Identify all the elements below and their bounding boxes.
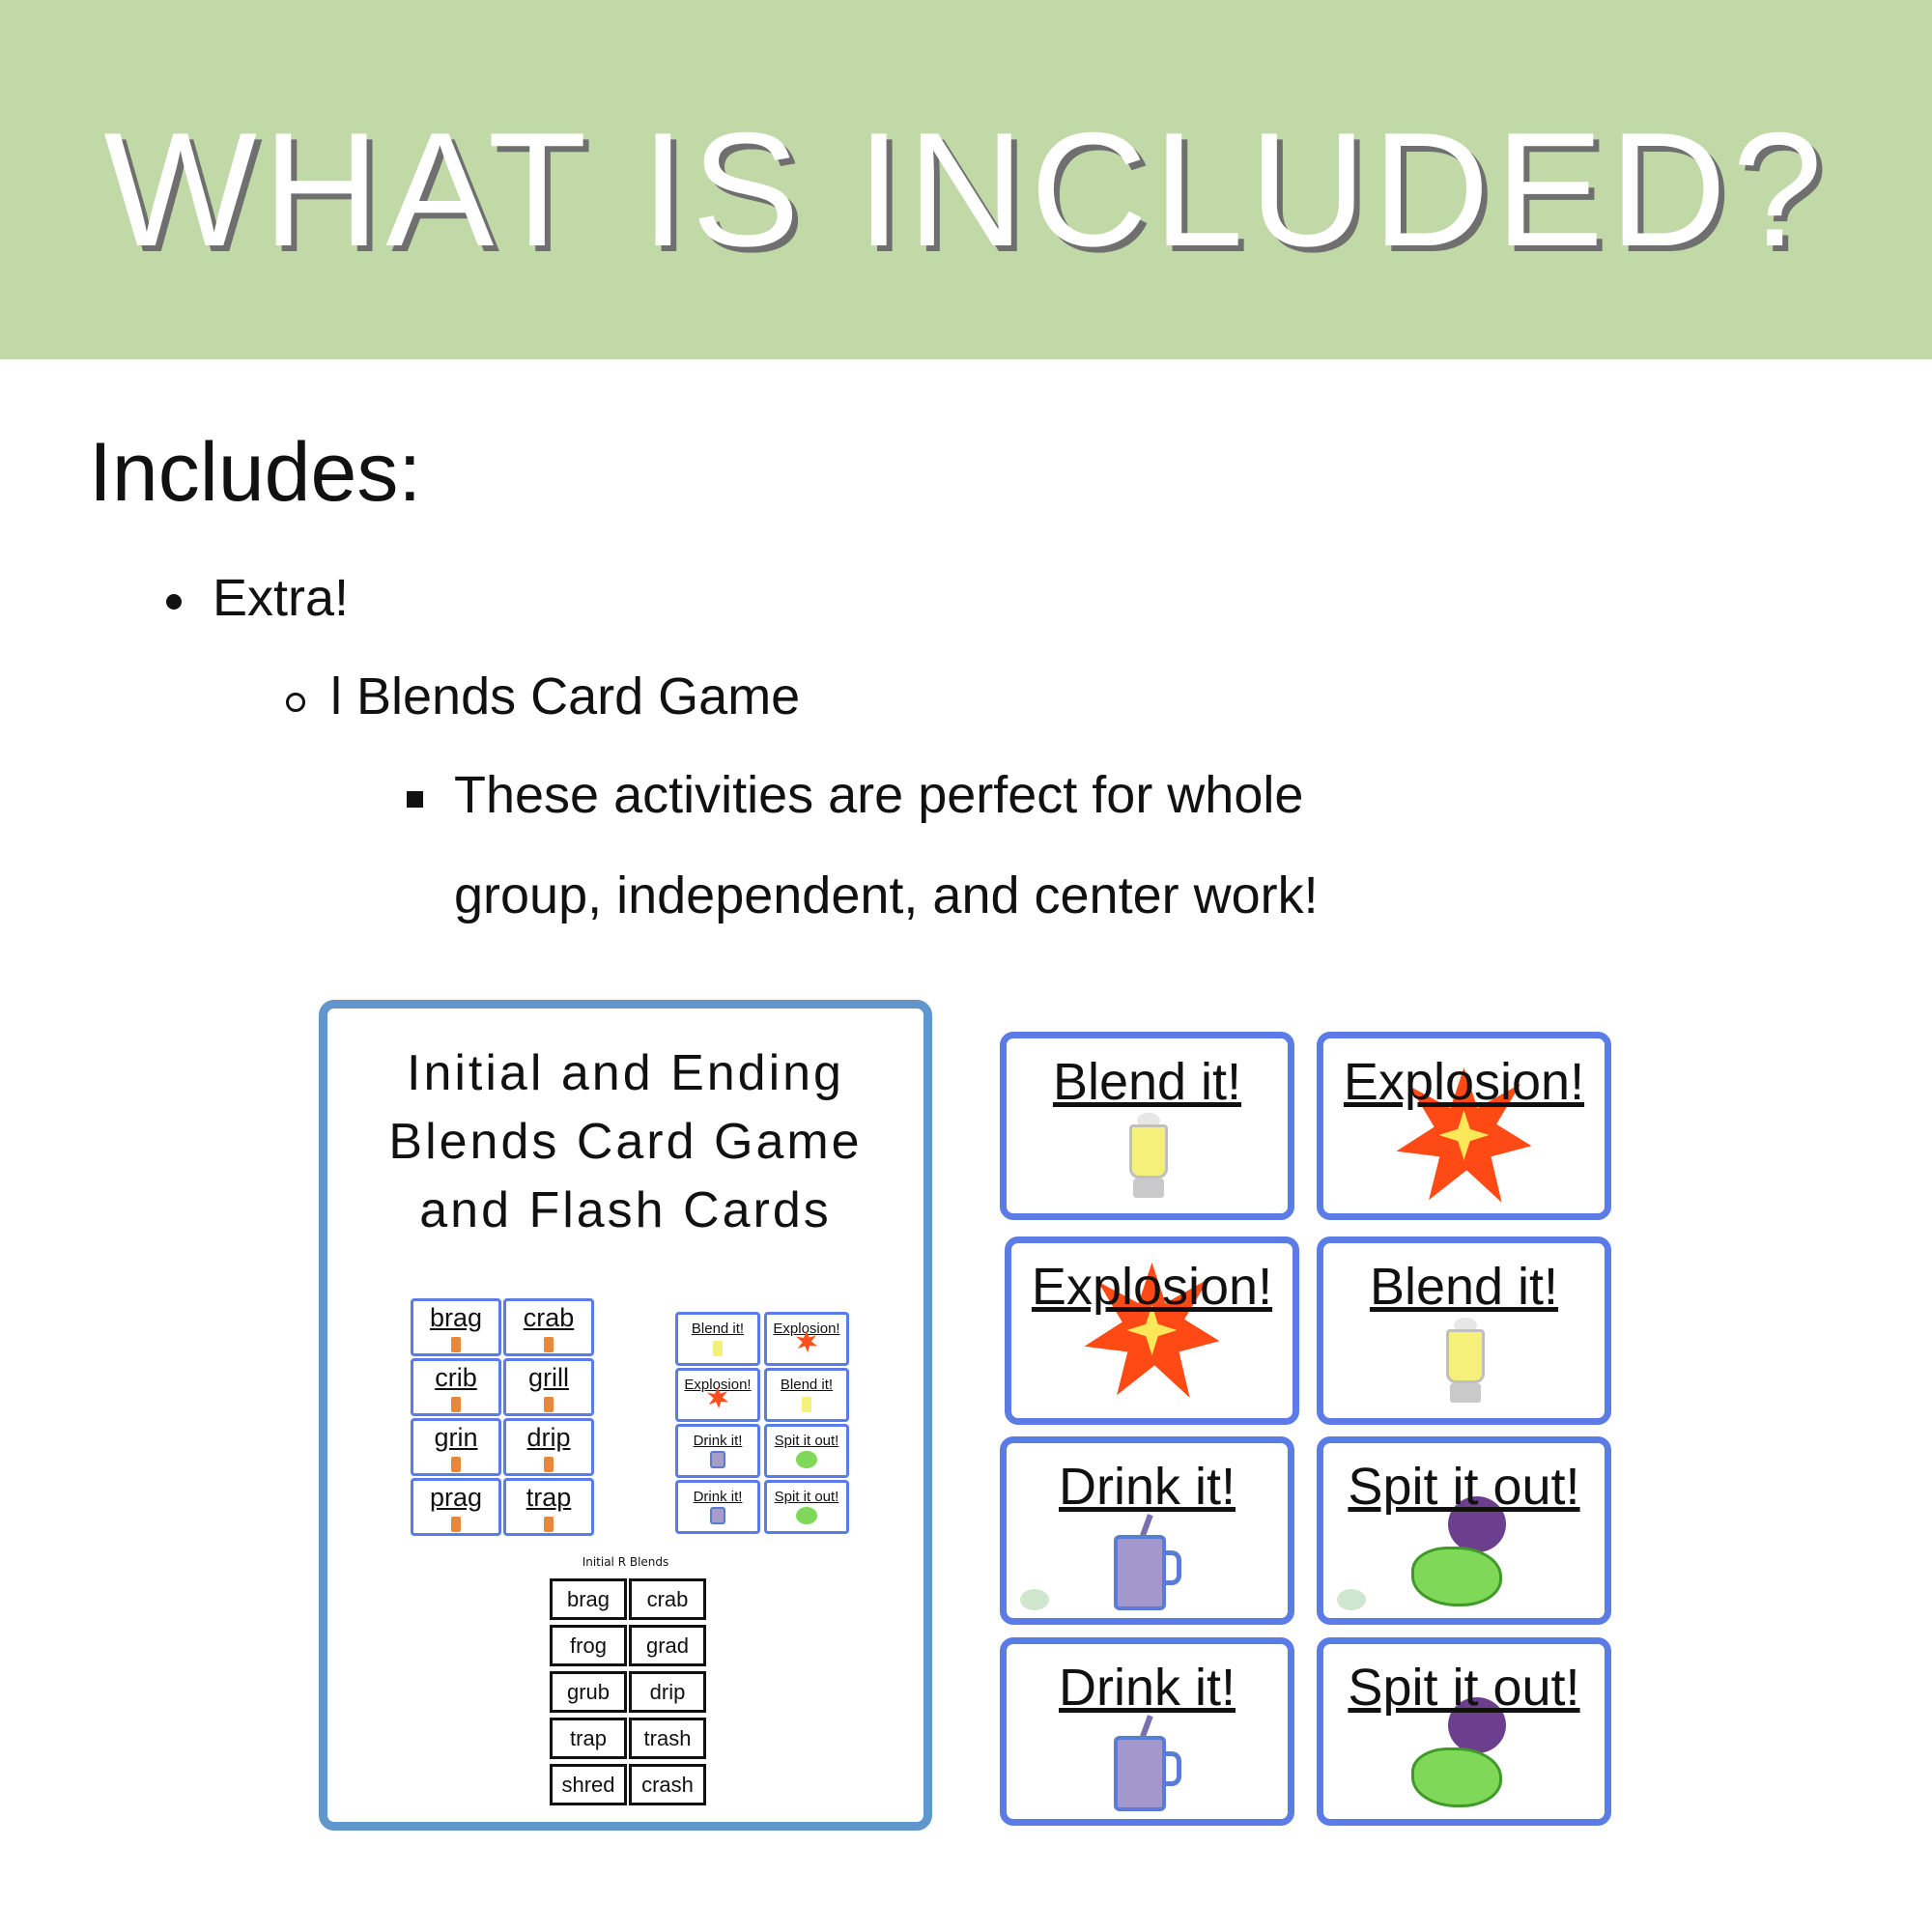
bullet-dot-icon bbox=[166, 594, 182, 610]
jar-drink-icon bbox=[1113, 1514, 1181, 1610]
word-card-label: drip bbox=[526, 1423, 571, 1452]
jar-drink-icon bbox=[710, 1507, 725, 1524]
word-card-label: crib bbox=[435, 1363, 477, 1392]
bullet-description-line-2: group, independent, and center work! bbox=[454, 867, 1319, 924]
page-title: WHAT IS INCLUDED? bbox=[103, 99, 1829, 280]
bullet-description-line-1: These activities are perfect for whole bbox=[454, 766, 1304, 824]
game-card-label: Spit it out! bbox=[774, 1433, 839, 1449]
jar-drink-icon bbox=[1113, 1715, 1181, 1811]
cover-title-line-1: Initial and Ending bbox=[407, 1045, 844, 1101]
game-card-spit: Spit it out! bbox=[1317, 1436, 1611, 1625]
word-card-label: grill bbox=[527, 1363, 569, 1392]
card-label: Drink it! bbox=[1058, 1458, 1236, 1516]
product-cover: Initial and Ending Blends Card Game and … bbox=[319, 1000, 932, 1831]
card-label: Explosion! bbox=[1343, 1053, 1585, 1111]
slime-monster-icon bbox=[1410, 1697, 1518, 1813]
card-label: Explosion! bbox=[1031, 1258, 1273, 1316]
game-card-label: Explosion! bbox=[773, 1321, 840, 1337]
brand-logo-icon bbox=[1020, 1589, 1049, 1610]
word-card: crib bbox=[411, 1358, 501, 1416]
word-list-cell: crab bbox=[629, 1578, 706, 1620]
game-card-drink: Drink it! bbox=[1000, 1637, 1294, 1826]
word-card: trap bbox=[503, 1478, 594, 1536]
word-list-cell: shred bbox=[550, 1764, 627, 1805]
game-card-label: Blend it! bbox=[780, 1377, 834, 1393]
blender-icon bbox=[544, 1397, 554, 1412]
word-card: grin bbox=[411, 1418, 501, 1476]
word-list-cell: grub bbox=[550, 1671, 627, 1713]
header-banner: WHAT IS INCLUDED? bbox=[0, 0, 1932, 359]
card-label: Blend it! bbox=[1052, 1053, 1242, 1111]
blender-icon bbox=[1438, 1316, 1491, 1405]
word-list-cell: crash bbox=[629, 1764, 706, 1805]
bullet-ring-icon bbox=[286, 693, 305, 712]
game-card-spit: Spit it out! bbox=[1317, 1637, 1611, 1826]
cover-title-line-3: and Flash Cards bbox=[419, 1182, 832, 1238]
word-list-cell: grad bbox=[629, 1625, 706, 1666]
game-card: Spit it out! bbox=[764, 1424, 849, 1478]
jar-drink-icon bbox=[710, 1451, 725, 1468]
game-card: Drink it! bbox=[675, 1480, 760, 1534]
blender-icon bbox=[802, 1397, 811, 1412]
game-card-label: Blend it! bbox=[691, 1321, 745, 1337]
word-list-cell: drip bbox=[629, 1671, 706, 1713]
blender-icon bbox=[1122, 1111, 1174, 1200]
game-card: Explosion! bbox=[675, 1368, 760, 1422]
word-card-label: trap bbox=[526, 1483, 572, 1512]
slime-monster-icon bbox=[1410, 1496, 1518, 1612]
card-label: Spit it out! bbox=[1348, 1659, 1580, 1717]
game-card: Spit it out! bbox=[764, 1480, 849, 1534]
word-list-cell: brag bbox=[550, 1578, 627, 1620]
word-card: grill bbox=[503, 1358, 594, 1416]
word-list-cell: frog bbox=[550, 1625, 627, 1666]
blender-icon bbox=[544, 1517, 554, 1532]
game-card-drink: Drink it! bbox=[1000, 1436, 1294, 1625]
brand-logo-icon bbox=[1337, 1589, 1366, 1610]
cover-title-line-2: Blends Card Game bbox=[388, 1114, 863, 1170]
word-card: drip bbox=[503, 1418, 594, 1476]
includes-heading: Includes: bbox=[89, 426, 422, 519]
word-list-cell: trap bbox=[550, 1718, 627, 1759]
blender-icon bbox=[451, 1517, 461, 1532]
cover-title: Initial and Ending Blends Card Game and … bbox=[327, 1039, 923, 1245]
word-card-label: prag bbox=[429, 1483, 483, 1512]
game-card: Blend it! bbox=[764, 1368, 849, 1422]
blender-icon bbox=[544, 1457, 554, 1472]
blender-icon bbox=[451, 1397, 461, 1412]
game-card: Explosion! bbox=[764, 1312, 849, 1366]
blender-icon bbox=[451, 1457, 461, 1472]
word-card: brag bbox=[411, 1298, 501, 1356]
word-card: crab bbox=[503, 1298, 594, 1356]
word-card: prag bbox=[411, 1478, 501, 1536]
blender-icon bbox=[713, 1341, 723, 1356]
game-card-blend: Blend it! bbox=[1000, 1032, 1294, 1220]
game-card-blend: Blend it! bbox=[1317, 1236, 1611, 1425]
card-label: Drink it! bbox=[1058, 1659, 1236, 1717]
word-card-label: grin bbox=[434, 1423, 478, 1452]
card-label: Blend it! bbox=[1369, 1258, 1559, 1316]
blender-icon bbox=[451, 1337, 461, 1352]
game-card: Drink it! bbox=[675, 1424, 760, 1478]
game-card: Blend it! bbox=[675, 1312, 760, 1366]
bullet-blends-game: l Blends Card Game bbox=[330, 668, 801, 725]
word-card-label: brag bbox=[429, 1303, 483, 1332]
card-label: Spit it out! bbox=[1348, 1458, 1580, 1516]
game-card-label: Drink it! bbox=[693, 1489, 743, 1505]
word-list-title: Initial R Blends bbox=[582, 1555, 669, 1569]
slime-monster-icon bbox=[796, 1507, 817, 1524]
game-card-explosion: Explosion! bbox=[1317, 1032, 1611, 1220]
bullet-square-icon bbox=[407, 791, 423, 808]
game-card-label: Explosion! bbox=[684, 1377, 752, 1393]
game-card-label: Spit it out! bbox=[774, 1489, 839, 1505]
bullet-extra: Extra! bbox=[213, 569, 350, 627]
game-card-label: Drink it! bbox=[693, 1433, 743, 1449]
blender-icon bbox=[544, 1337, 554, 1352]
slime-monster-icon bbox=[796, 1451, 817, 1468]
word-list-cell: trash bbox=[629, 1718, 706, 1759]
word-card-label: crab bbox=[523, 1303, 575, 1332]
game-card-explosion: Explosion! bbox=[1005, 1236, 1299, 1425]
